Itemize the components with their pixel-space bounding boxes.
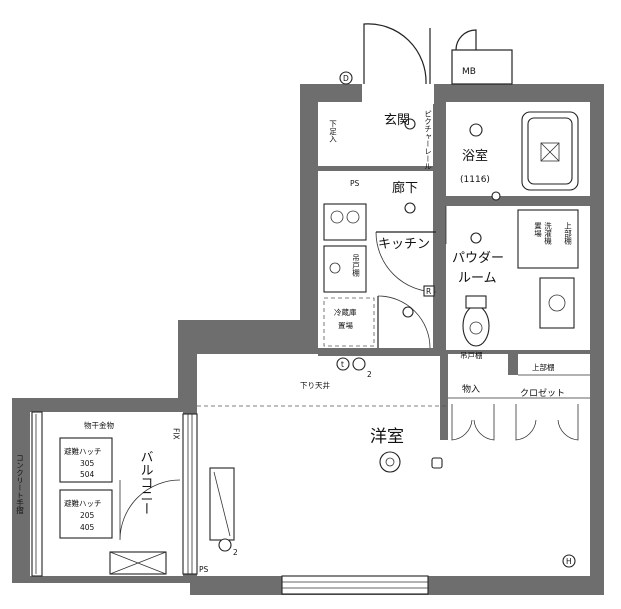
h-mark-icon [562, 554, 576, 568]
label-fridge-2: 置場 [338, 320, 353, 330]
label-ps-top: PS [350, 179, 360, 188]
label-storage: 物入 [462, 383, 480, 395]
label-laundry-1: 洗濯機 [543, 221, 552, 246]
t-mark: t [341, 360, 344, 369]
doors [119, 23, 579, 541]
label-hatch-bot-3: 405 [80, 523, 95, 532]
label-ps-bottom: PS [199, 565, 209, 574]
r-mark: R [426, 287, 431, 296]
room-label-bath-size: (1116) [460, 175, 490, 185]
d-mark-icon [339, 71, 353, 85]
label-hatch-top-3: 504 [80, 470, 95, 479]
room-label-powder-2: ルーム [458, 271, 497, 286]
label-upper-cabinet: 上部棚 [532, 362, 555, 372]
label-fridge-1: 冷蔵庫 [334, 307, 357, 317]
label-hanging-shelf: 吊戸棚 [460, 350, 483, 360]
label-mb: MB [462, 67, 476, 77]
h-mark: H [566, 557, 572, 566]
label-hatch-top-1: 避難ハッチ [64, 446, 102, 456]
label-laundry-2: 置場 [533, 222, 542, 239]
room-label-entrance: 玄関 [384, 113, 410, 128]
label-hatch-bot-2: 205 [80, 511, 95, 520]
label-laundry-hardware: 物干金物 [84, 420, 114, 430]
fixtures [59, 111, 590, 575]
room-label-hallway: 廊下 [392, 180, 418, 196]
switch-icon [218, 538, 232, 552]
room-label-bath: 浴室 [462, 148, 488, 164]
t-mark-icon [336, 357, 350, 371]
labels: 玄関 浴室 (1116) 廊下 キッチン パウダー ルーム 洋室 バルコニー M… [15, 67, 572, 574]
label-picture-rail: ピクチャーレール [423, 110, 432, 170]
label-hatch-bot-1: 避難ハッチ [64, 498, 102, 508]
room-label-balcony: バルコニー [138, 450, 154, 515]
label-shoe-box: 下足入 [328, 120, 337, 143]
sub-2b: 2 [233, 548, 238, 557]
label-upper-cabinet-small: 上部棚 [563, 222, 572, 246]
label-closet: クロゼット [520, 387, 565, 399]
outlet-icon [352, 357, 366, 371]
symbols: D R H t 2 2 [218, 71, 576, 568]
room-label-western-room: 洋室 [370, 427, 404, 447]
label-lowered-ceiling: 下り天井 [300, 380, 330, 390]
sub-2a: 2 [367, 370, 372, 379]
label-concrete-railing: コンクリート手摺 [15, 454, 24, 515]
windows [31, 411, 429, 595]
d-mark: D [343, 74, 349, 83]
label-hatch-top-2: 305 [80, 459, 95, 468]
room-label-powder-1: パウダー [452, 251, 504, 266]
room-label-kitchen: キッチン [378, 237, 430, 252]
label-fix-window: FIX [172, 428, 181, 440]
r-mark-icon [423, 285, 435, 297]
label-hanging-cabinet: 吊戸棚 [351, 254, 360, 278]
